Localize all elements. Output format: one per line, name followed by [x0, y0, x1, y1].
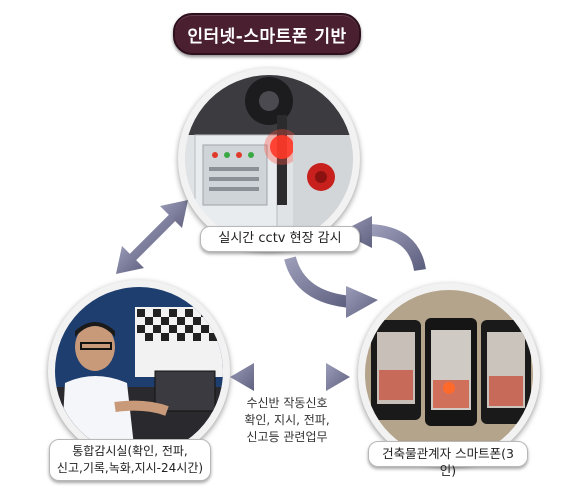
left-node-label-line2: 신고,기록,녹화,지시-24시간)	[56, 461, 204, 475]
control-room-photo	[48, 280, 230, 462]
left-node-label: 통합감시실(확인, 전파, 신고,기록,녹화,지시-24시간)	[49, 439, 211, 481]
center-description: 수신반 작동신호 확인, 지시, 전파, 신고등 관련업무	[232, 395, 342, 446]
arrow-left-right	[230, 363, 350, 391]
diagram-title: 인터넷-스마트폰 기반	[173, 13, 361, 55]
right-node-label: 건축물관계자 스마트폰(3인)	[368, 441, 528, 478]
left-node-label-line1: 통합감시실(확인, 전파,	[72, 444, 188, 458]
smartphones-photo	[358, 283, 540, 465]
arrow-top-right	[284, 256, 378, 318]
center-line3: 신고등 관련업무	[246, 430, 328, 444]
center-line1: 수신반 작동신호	[246, 396, 328, 410]
top-node-label: 실시간 cctv 현장 감시	[200, 226, 360, 252]
cctv-site-photo	[178, 68, 360, 250]
center-line2: 확인, 지시, 전파,	[244, 413, 330, 427]
arrow-top-left	[116, 200, 188, 274]
